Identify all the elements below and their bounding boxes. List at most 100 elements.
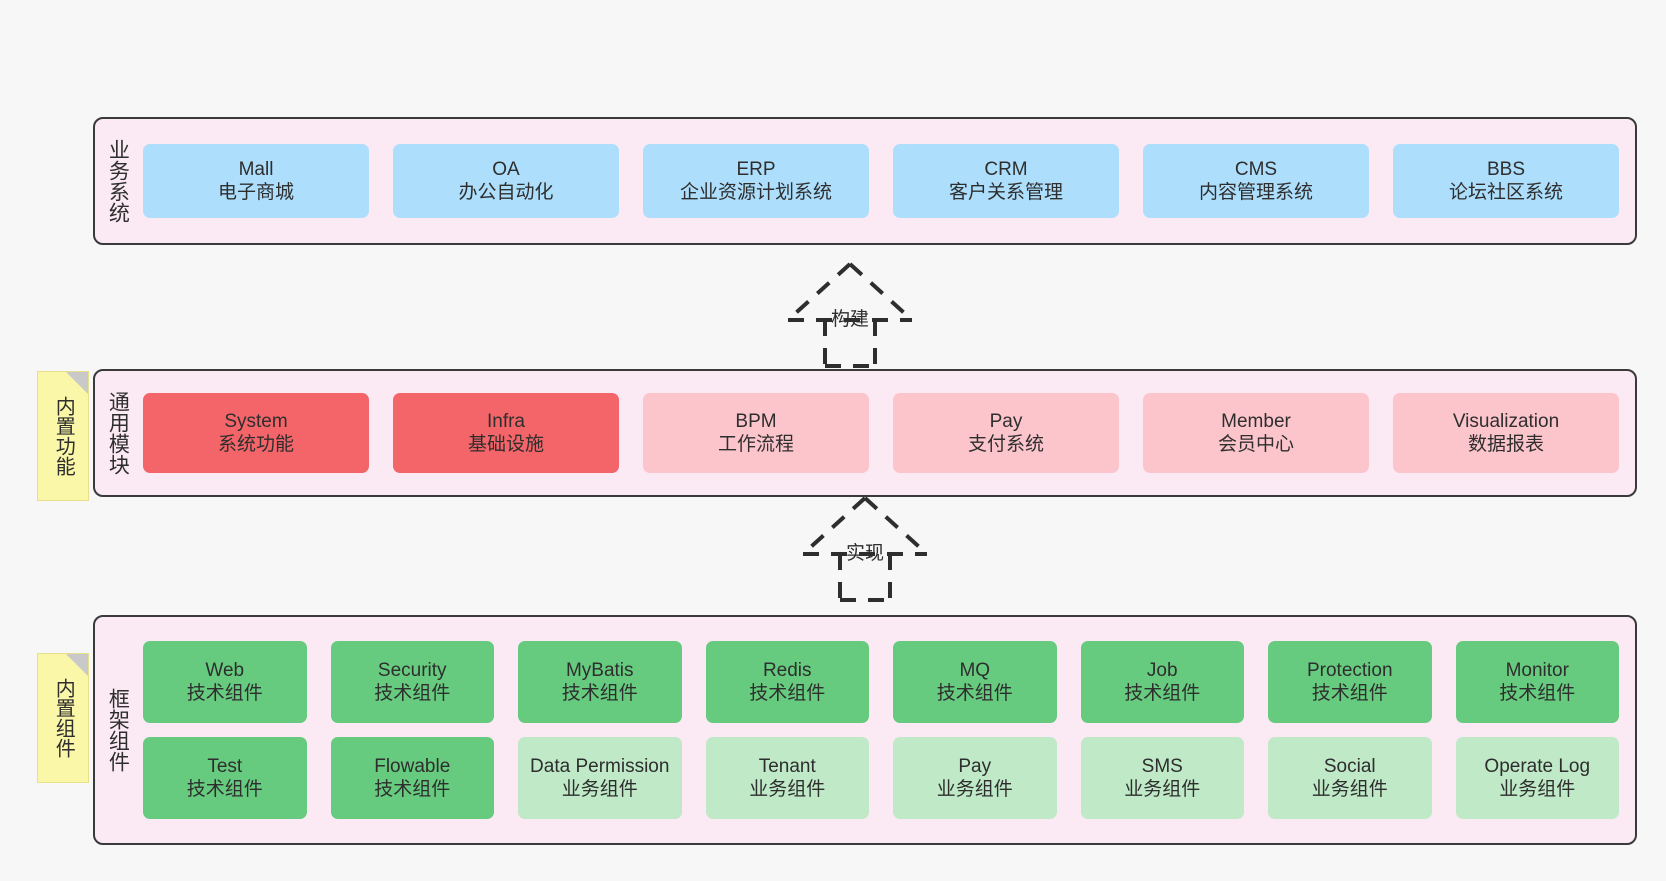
card-title: Pay	[958, 755, 992, 777]
card-title: Infra	[486, 410, 526, 432]
card-title: Tenant	[758, 755, 816, 777]
card-title: CRM	[984, 158, 1028, 180]
layer-common-modules-title: 通用模块	[106, 391, 130, 475]
card-subtitle: 办公自动化	[458, 182, 554, 203]
card-title: Test	[207, 755, 243, 777]
card-title: Monitor	[1505, 659, 1569, 681]
card-subtitle: 业务组件	[1499, 779, 1576, 800]
card-title: SMS	[1141, 755, 1183, 777]
card-title: Pay	[989, 410, 1023, 432]
card-title: OA	[492, 158, 520, 180]
card-subtitle: 技术组件	[561, 683, 638, 704]
card-subtitle: 工作流程	[717, 434, 794, 455]
card-subtitle: 技术组件	[186, 779, 263, 800]
card-title: Flowable	[374, 755, 451, 777]
card-title: Visualization	[1452, 410, 1560, 432]
connector-implement: 实现	[775, 492, 955, 602]
card-title: Redis	[762, 659, 812, 681]
card-subtitle: 论坛社区系统	[1448, 182, 1563, 203]
card-subtitle: 电子商城	[217, 182, 294, 203]
note-builtin-components-label: 内置组件	[52, 678, 75, 758]
card-subtitle: 技术组件	[1124, 683, 1201, 704]
card-subtitle: 技术组件	[749, 683, 826, 704]
layer-framework-components-title: 框架组件	[106, 688, 130, 772]
card-subtitle: 技术组件	[374, 683, 451, 704]
card-subtitle: 基础设施	[467, 434, 544, 455]
card-title: Protection	[1306, 659, 1393, 681]
card-title: Social	[1323, 755, 1376, 777]
card-subtitle: 业务组件	[1124, 779, 1201, 800]
card-title: Job	[1146, 659, 1178, 681]
card-subtitle: 业务组件	[936, 779, 1013, 800]
card-title: Web	[205, 659, 245, 681]
card-title: MyBatis	[565, 659, 634, 681]
connector-build-label: 构建	[830, 309, 869, 330]
card-title: ERP	[736, 158, 776, 180]
card-subtitle: 技术组件	[1499, 683, 1576, 704]
card-title: Security	[377, 659, 447, 681]
card-subtitle: 技术组件	[186, 683, 263, 704]
card-subtitle: 技术组件	[1311, 683, 1388, 704]
card-title: System	[224, 410, 288, 432]
card-title: BBS	[1486, 158, 1526, 180]
card-subtitle: 业务组件	[749, 779, 826, 800]
card-title: Mall	[238, 158, 274, 180]
card-title: CMS	[1234, 158, 1278, 180]
layer-business-system-title: 业务系统	[106, 139, 130, 223]
connector-build: 构建	[760, 258, 940, 368]
card-subtitle: 支付系统	[967, 434, 1044, 455]
connector-implement-label: 实现	[845, 543, 884, 564]
card-title: Data Permission	[530, 755, 670, 777]
card-subtitle: 客户关系管理	[948, 182, 1063, 203]
note-builtin-features-label: 内置功能	[52, 396, 75, 476]
card-subtitle: 技术组件	[936, 683, 1013, 704]
card-subtitle: 系统功能	[217, 434, 294, 455]
card-subtitle: 技术组件	[374, 779, 451, 800]
card-subtitle: 业务组件	[561, 779, 638, 800]
card-title: MQ	[959, 659, 991, 681]
note-builtin-features: 内置功能	[37, 371, 89, 501]
card-subtitle: 业务组件	[1311, 779, 1388, 800]
card-title: BPM	[735, 410, 777, 432]
card-subtitle: 会员中心	[1217, 434, 1294, 455]
note-builtin-components: 内置组件	[37, 653, 89, 783]
